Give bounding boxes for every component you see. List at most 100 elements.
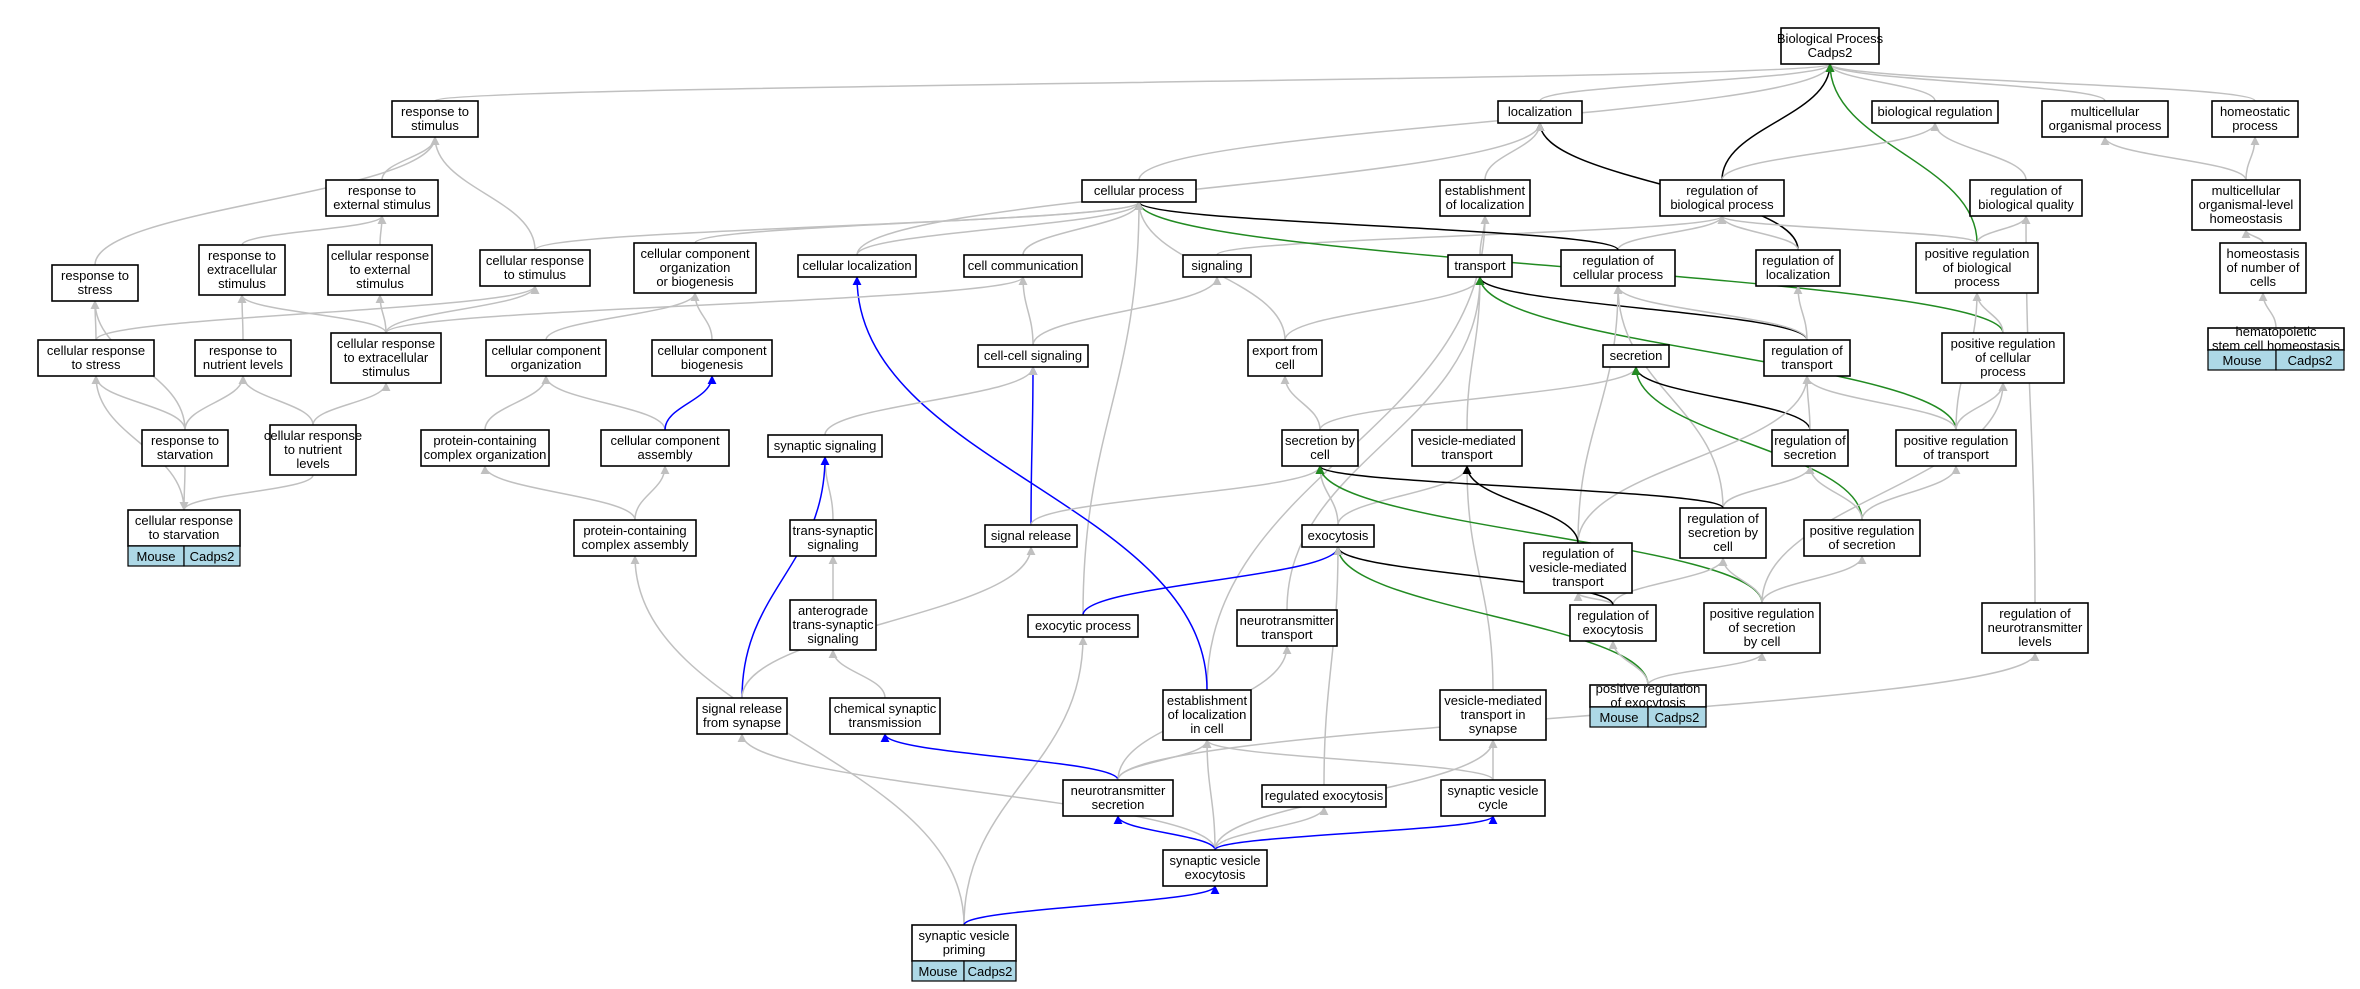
node-ccsig[interactable]: cell-cell signaling	[977, 344, 1089, 368]
node-box	[1236, 609, 1338, 647]
node-cellloc[interactable]: cellular localization	[797, 254, 917, 278]
edge-line	[480, 465, 636, 521]
node-cellproc[interactable]: cellular process	[1081, 179, 1197, 203]
node-synsig[interactable]: synaptic signaling	[767, 434, 883, 458]
node-label: positive regulation	[1925, 246, 2030, 261]
edge-cellrespstim-to-cellproc	[534, 201, 1144, 251]
node-exoproc[interactable]: exocytic process	[1027, 614, 1139, 638]
node-secretion[interactable]: secretion	[1602, 344, 1670, 368]
node-label: cellular response	[47, 343, 145, 358]
badge-label: Cadps2	[1655, 710, 1700, 725]
node-label: stem cell homeostasis	[2212, 338, 2340, 353]
edge-regexocyt-to-exocytosis	[1323, 546, 1343, 786]
badge-label: Mouse	[918, 964, 957, 979]
node-signaling[interactable]: signaling	[1182, 254, 1252, 278]
node-label: cell communication	[968, 258, 1079, 273]
badge-organism: Mouse	[1589, 706, 1649, 728]
edge-line	[1117, 739, 1212, 781]
edge-respstim-to-bp	[434, 63, 1834, 102]
node-label: of biological	[1943, 260, 2012, 275]
edge-ntsec-to-regntlev	[1117, 652, 2040, 781]
edge-regsbc-to-secbycell	[1315, 465, 1724, 509]
edge-line	[1577, 375, 1812, 544]
node-loc[interactable]: localization	[1497, 100, 1583, 124]
edge-line	[1315, 465, 1763, 604]
edge-line	[434, 63, 1834, 102]
edge-line	[1202, 739, 1216, 851]
node-transport[interactable]: transport	[1447, 254, 1513, 278]
node-label: vesicle-mediated	[1529, 560, 1627, 575]
node-box	[696, 697, 788, 735]
badge-label: Cadps2	[190, 549, 235, 564]
node-bioreg[interactable]: biological regulation	[1871, 100, 1999, 124]
node-sigrel[interactable]: signal release	[984, 524, 1078, 548]
node-box	[1659, 179, 1785, 217]
node-label: neurotransmitter	[1240, 613, 1335, 628]
node-exocytosis[interactable]: exocytosis	[1301, 524, 1375, 548]
edge-line	[824, 366, 1038, 436]
node-regexocyt[interactable]: regulated exocytosis	[1261, 784, 1387, 808]
edge-regsbc-to-regsec	[1722, 465, 1815, 509]
edge-regloc-to-regbp	[1717, 215, 1799, 251]
node-cellcomm[interactable]: cell communication	[963, 254, 1083, 278]
node-label: response to	[401, 104, 469, 119]
node-label: synapse	[1469, 721, 1517, 736]
